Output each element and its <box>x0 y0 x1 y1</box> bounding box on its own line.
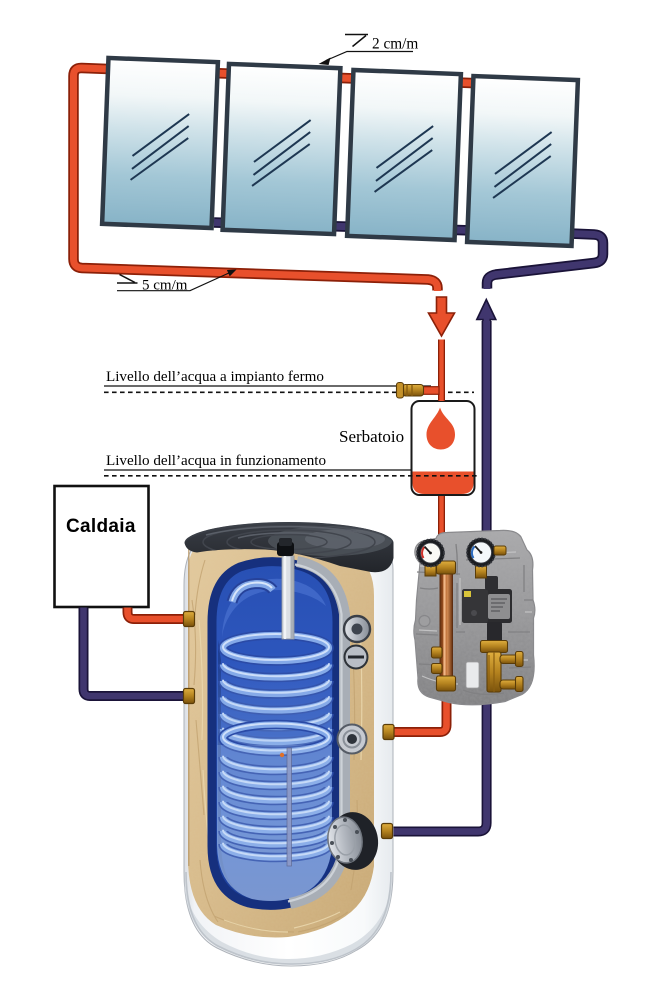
svg-text:Livello dell’acqua a impianto: Livello dell’acqua a impianto fermo <box>106 369 324 385</box>
svg-text:Caldaia: Caldaia <box>66 516 136 537</box>
svg-text:2 cm/m: 2 cm/m <box>372 36 418 53</box>
svg-text:Livello dell’acqua in funziona: Livello dell’acqua in funzionamento <box>106 453 326 469</box>
svg-text:5 cm/m: 5 cm/m <box>142 278 188 294</box>
svg-text:Serbatoio: Serbatoio <box>339 427 404 446</box>
